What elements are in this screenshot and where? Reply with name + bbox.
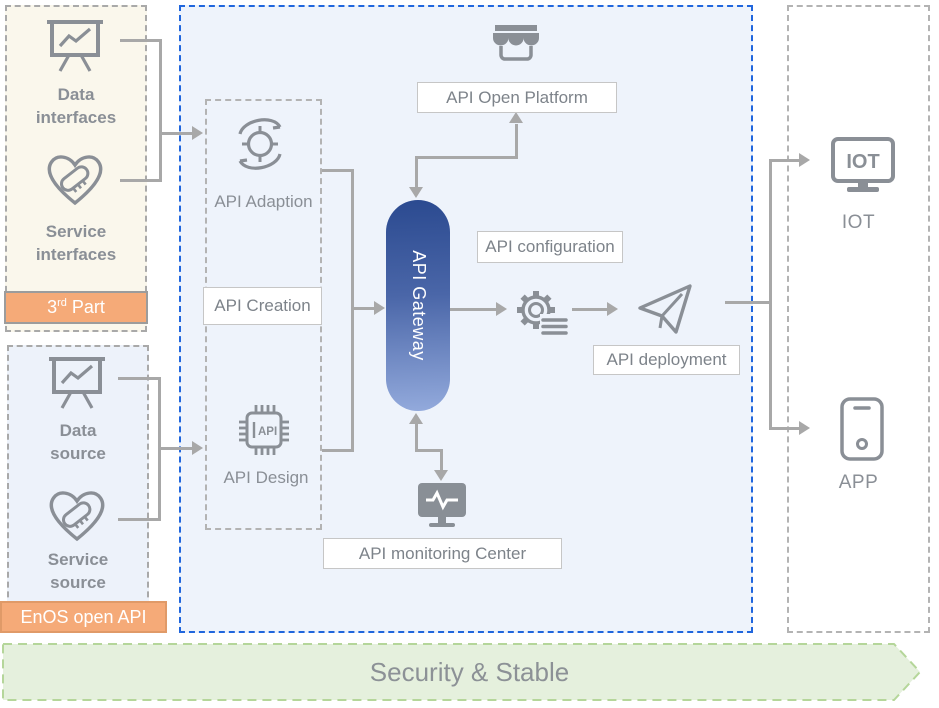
connector-monitoring-down-leg [440, 449, 443, 472]
connector-third-party-bus [159, 39, 162, 182]
storefront-icon [492, 25, 540, 66]
connector-configuration-to-deployment [572, 308, 609, 311]
connector-adaption-tap [322, 169, 354, 172]
connector-gateway-to-configuration [450, 308, 498, 311]
arrowhead-enos-to-platform [192, 441, 203, 455]
connector-dev-bus [351, 169, 354, 452]
connector-data-interfaces-stub [120, 39, 162, 42]
connector-to-iot [769, 159, 802, 162]
service-interfaces-label: Service interfaces [35, 222, 117, 264]
connector-data-source-stub [118, 377, 160, 380]
iot-monitor-icon: IOT [831, 137, 895, 195]
enos-open-api-banner: EnOS open API [0, 601, 167, 633]
configuration-gear-icon [510, 280, 570, 340]
arrowhead-into-monitoring [434, 470, 448, 481]
api-open-platform-box: API Open Platform [417, 82, 617, 113]
connector-dev-to-gateway [351, 307, 377, 310]
api-design-label: API Design [223, 468, 309, 487]
connector-third-party-to-platform [159, 132, 196, 135]
presentation-chart-icon [44, 17, 106, 73]
service-handshake-icon [45, 488, 109, 546]
api-gateway-label: API Gateway [408, 250, 429, 361]
connector-openplatform-horizontal [415, 156, 518, 159]
api-monitoring-center-box: API monitoring Center [323, 538, 562, 569]
third-part-banner-text: 3rd Part [47, 297, 105, 317]
connector-design-tap [322, 449, 354, 452]
api-deployment-box: API deployment [593, 345, 740, 375]
connector-consumers-bus [769, 160, 772, 430]
api-adaption-label: API Adaption [214, 192, 313, 211]
arrowhead-into-gateway-bottom [409, 413, 423, 424]
service-source-label: Service source [47, 550, 109, 592]
security-banner [2, 642, 922, 702]
iot-screen-text: IOT [846, 151, 879, 173]
iot-label: IOT [841, 212, 876, 233]
presentation-chart-icon [46, 354, 108, 410]
connector-monitoring-horizontal [415, 449, 443, 452]
third-part-banner: 3rd Part [4, 291, 148, 324]
api-gateway-node: API Gateway [386, 200, 450, 411]
connector-openplatform-up-leg [515, 124, 518, 159]
enos-open-api-banner-text: EnOS open API [20, 606, 147, 627]
connector-openplatform-down-leg [415, 158, 418, 190]
api-open-platform-label: API Open Platform [446, 87, 588, 107]
api-configuration-label: API configuration [485, 237, 615, 256]
security-banner-label: Security & Stable [369, 657, 570, 687]
api-chip-icon: API [236, 402, 292, 458]
api-adaption-sync-icon [231, 112, 289, 174]
connector-enos-to-platform [158, 447, 196, 450]
arrowhead-third-party-to-platform [192, 126, 203, 140]
consumers-panel [787, 5, 930, 633]
data-interfaces-label: Data interfaces [35, 85, 117, 127]
connector-service-source-stub [118, 518, 160, 521]
service-handshake-icon [43, 152, 107, 210]
app-phone-icon [840, 397, 884, 463]
connector-monitoring-up-leg [415, 423, 418, 452]
arrowhead-dev-to-gateway [374, 301, 385, 315]
api-monitoring-center-label: API monitoring Center [358, 543, 527, 563]
api-deployment-label: API deployment [606, 350, 727, 369]
chip-api-text: API [258, 426, 277, 438]
monitoring-screen-icon [417, 483, 467, 529]
arrowhead-to-iot [799, 153, 810, 167]
arrowhead-into-openplatform [509, 112, 523, 123]
api-creation-box: API Creation [203, 287, 322, 325]
api-creation-label: API Creation [214, 296, 311, 315]
arrowhead-to-deployment [607, 302, 618, 316]
data-source-label: Data source [50, 421, 106, 463]
app-label: APP [838, 472, 879, 493]
arrowhead-into-gateway-top [409, 187, 423, 198]
arrowhead-to-app [799, 421, 810, 435]
deployment-paper-plane-icon [637, 283, 693, 335]
connector-service-interfaces-stub [120, 179, 162, 182]
api-configuration-box: API configuration [477, 231, 623, 263]
connector-to-app [769, 427, 802, 430]
arrowhead-to-configuration [496, 302, 507, 316]
connector-deployment-to-consumers [725, 301, 771, 304]
